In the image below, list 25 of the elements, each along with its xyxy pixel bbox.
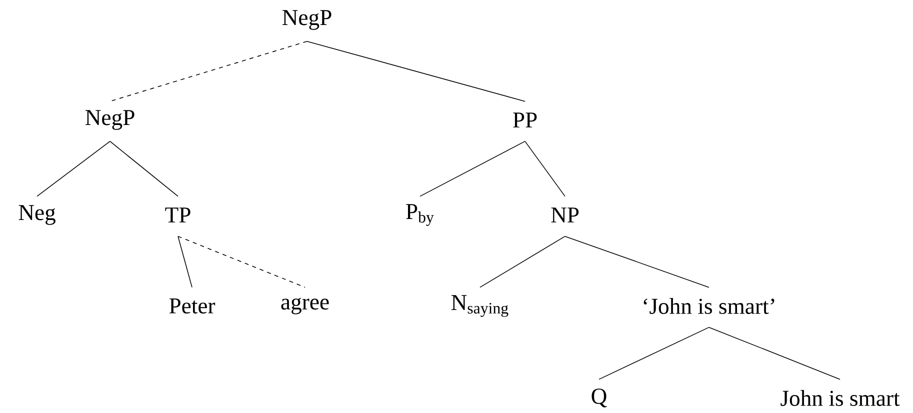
tree-label: NP — [551, 208, 579, 222]
tree-branch — [598, 326, 710, 380]
tree-branch — [178, 236, 192, 288]
tree-branch — [420, 140, 526, 197]
tree-label: N$_{saying}$ — [451, 295, 508, 317]
tree-label: John is smart — [780, 390, 900, 406]
tree-label: NegP — [85, 110, 134, 130]
tree-label: PP — [513, 112, 537, 128]
tree-label: NegP — [282, 10, 332, 30]
tree-label: Q — [592, 388, 607, 408]
tree-branch — [306, 40, 526, 102]
tree-label: P$_{by}$ — [406, 204, 434, 226]
tree-label: TP — [165, 208, 190, 222]
tree-branch — [110, 140, 178, 197]
tree-branch — [480, 236, 566, 288]
tree-branch — [178, 236, 306, 288]
tree-branch — [36, 140, 110, 197]
tree-branch — [708, 326, 840, 380]
tree-label: Neg — [18, 205, 56, 225]
tree-branch — [564, 236, 710, 288]
tree-branch — [110, 40, 308, 102]
tree-label: agree — [281, 298, 329, 314]
tree-label: ‘John is smart’ — [644, 298, 774, 314]
tree-label: Peter — [169, 298, 216, 314]
tree-branch — [524, 140, 566, 197]
